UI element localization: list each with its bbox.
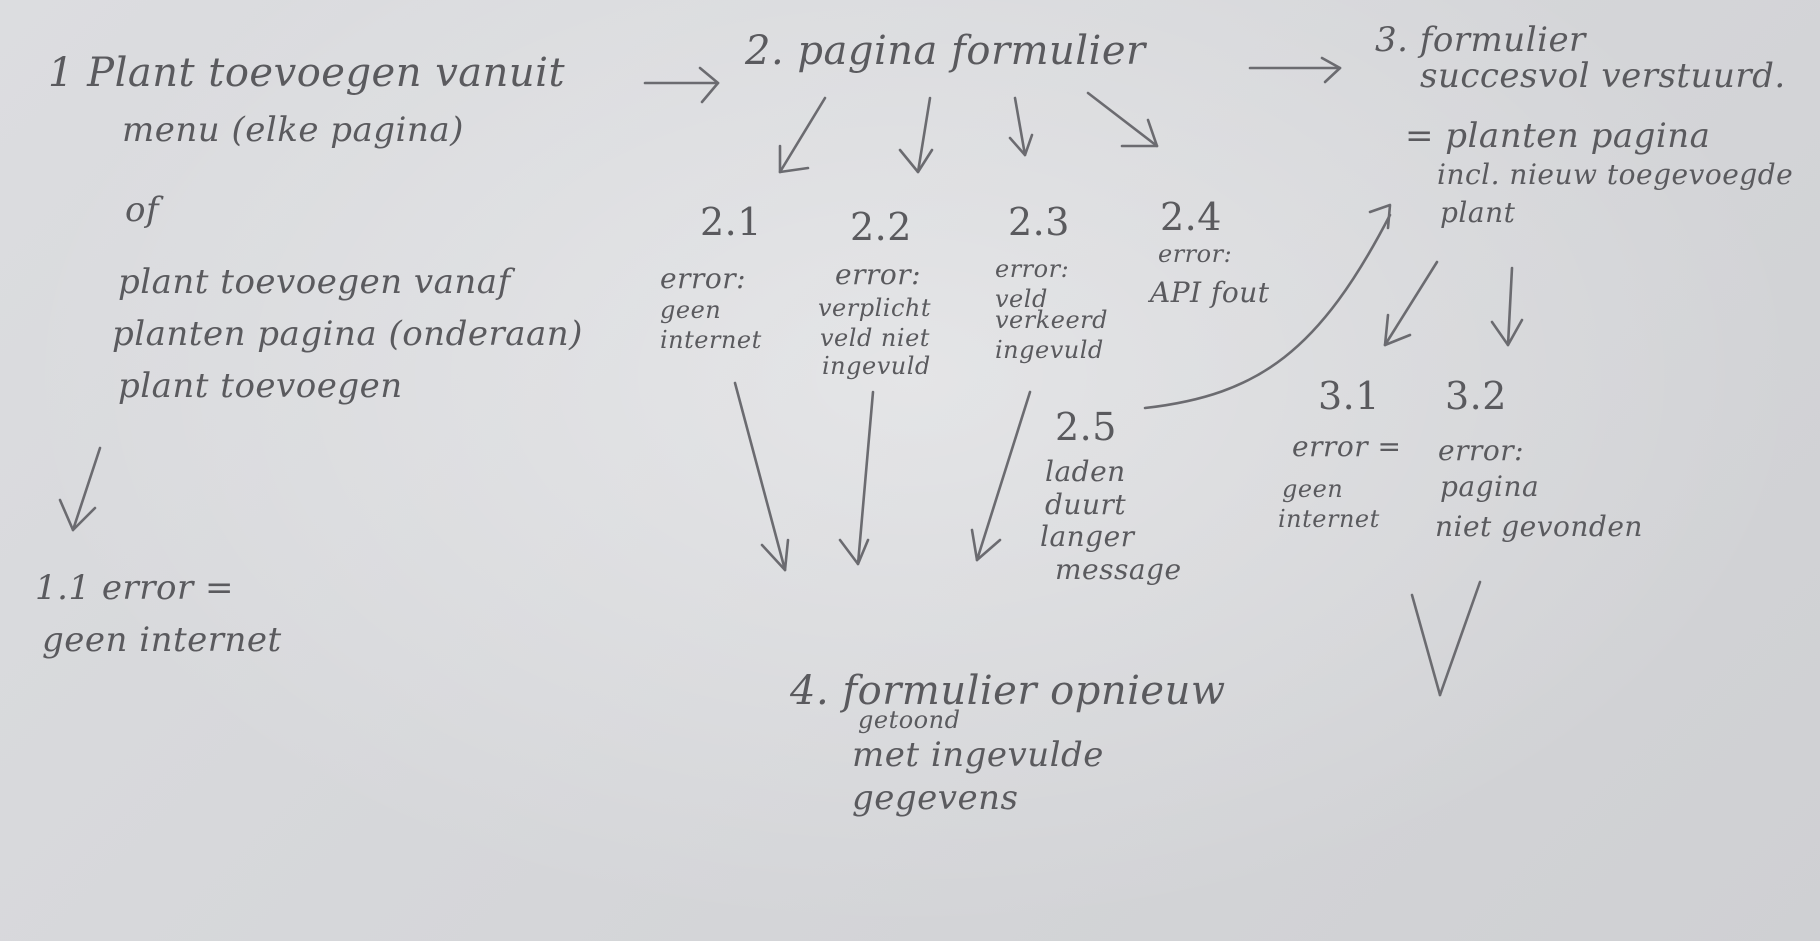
step-3-line4: incl. nieuw toegevoegde [1437, 158, 1794, 191]
arrow-2-to-2-4 [1086, 91, 1159, 148]
arrow-2-to-2-2 [898, 96, 934, 174]
step-1-1-text: geen internet [42, 620, 282, 660]
arrow-2-to-2-3 [1008, 96, 1034, 157]
step-1-title: 1 Plant toevoegen vanuit [48, 50, 566, 96]
step-3-1-label: error = [1292, 430, 1402, 463]
step-2-5-line3: langer [1040, 520, 1135, 553]
arrow-1-to-1-1 [58, 446, 102, 532]
step-3-line3: = planten pagina [1405, 116, 1711, 156]
step-2-4-label: error: [1158, 240, 1233, 268]
arrow-3-to-3-2 [1490, 266, 1524, 347]
step-2-2-line3: veld niet [820, 324, 930, 352]
step-3-2-line3: niet gevonden [1435, 510, 1643, 543]
step-3-2-line2: pagina [1440, 470, 1540, 503]
arrow-2-1-to-4 [733, 381, 790, 572]
step-4-title: 4. formulier opnieuw [790, 668, 1226, 714]
step-2-title: 2. pagina formulier [745, 28, 1146, 74]
step-4-line2: getoond [858, 706, 961, 734]
arrow-2-2-to-4 [838, 390, 875, 566]
step-3-2-number: 3.2 [1445, 374, 1507, 418]
step-2-4-number: 2.4 [1160, 195, 1222, 239]
step-1-1-title: 1.1 error = [35, 568, 235, 608]
step-2-3-label: error: [995, 255, 1070, 283]
step-1-or: of [125, 190, 160, 230]
step-3-line5: plant [1440, 196, 1516, 229]
step-2-3-line2: veld [995, 285, 1048, 313]
step-2-5-line1: laden [1045, 455, 1126, 488]
step-1-alt-line2: planten pagina (onderaan) [112, 314, 583, 354]
step-2-2-line2: verplicht [818, 294, 931, 322]
step-2-2-label: error: [835, 258, 922, 291]
step-3-2-label: error: [1438, 434, 1525, 467]
step-3-line2: succesvol verstuurd. [1420, 56, 1786, 96]
step-2-5-number: 2.5 [1055, 405, 1117, 449]
arrow-3-to-3-1 [1383, 260, 1439, 347]
step-2-1-label: error: [660, 262, 747, 295]
step-2-1-line3: internet [660, 326, 762, 354]
step-2-3-number: 2.3 [1008, 200, 1070, 244]
step-1-line2: menu (elke pagina) [122, 110, 464, 150]
step-1-alt-line3: plant toevoegen [118, 366, 403, 406]
step-2-1-line2: geen [660, 296, 722, 324]
step-3-title: 3. formulier [1375, 20, 1586, 60]
step-2-5-line2: duurt [1045, 488, 1127, 521]
step-2-3-line3: verkeerd [995, 306, 1109, 334]
step-2-4-line2: API fout [1150, 276, 1270, 309]
step-2-3-line4: ingevuld [995, 336, 1104, 364]
arrow-2-5-to-3 [1143, 203, 1392, 410]
step-2-1-number: 2.1 [700, 200, 762, 244]
step-3-1-line2: geen [1282, 475, 1344, 503]
step-1-alt-line1: plant toevoegen vanaf [118, 262, 511, 302]
arrow-2-to-3 [1248, 56, 1342, 84]
arrow-3-2-down [1410, 580, 1482, 697]
step-3-1-number: 3.1 [1318, 374, 1380, 418]
step-2-2-number: 2.2 [850, 205, 912, 249]
step-2-2-line4: ingevuld [822, 352, 931, 380]
step-3-1-line3: internet [1278, 505, 1380, 533]
step-4-line4: gegevens [852, 778, 1019, 818]
arrow-2-3-to-4 [970, 390, 1032, 562]
arrow-2-to-2-1 [778, 96, 827, 174]
step-4-line3: met ingevulde [852, 735, 1104, 775]
arrow-1-to-2 [643, 66, 720, 104]
step-2-5-line4: message [1055, 553, 1182, 586]
